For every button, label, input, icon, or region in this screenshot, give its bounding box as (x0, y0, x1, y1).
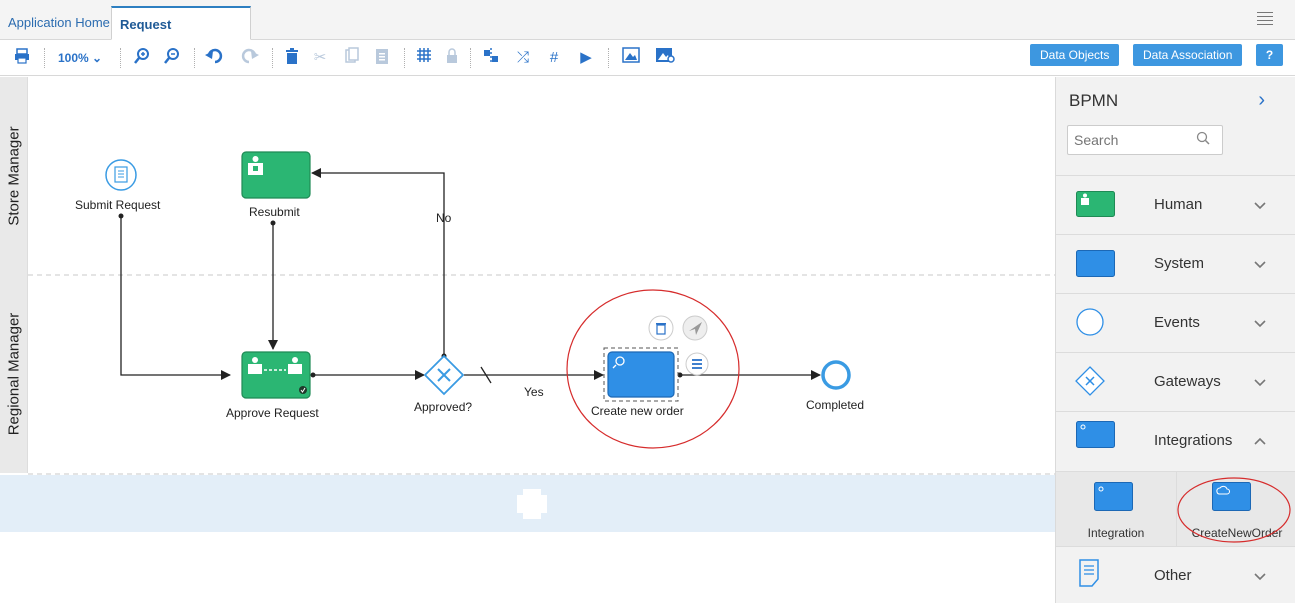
integration-icon (1076, 421, 1115, 448)
palette-item-label: CreateNewOrder (1191, 526, 1283, 540)
event-icon (1076, 308, 1104, 336)
palette-search-input[interactable] (1067, 125, 1223, 155)
integration-task-icon (1094, 482, 1133, 511)
diagram-svg (28, 151, 1055, 475)
hamburger-menu-icon[interactable] (1257, 12, 1273, 28)
category-label: Human (1154, 196, 1203, 213)
approve-request-human-task[interactable] (241, 351, 311, 399)
properties-icon[interactable] (685, 352, 709, 376)
palette-title: BPMN (1069, 91, 1119, 110)
category-label: Gateways (1154, 373, 1221, 390)
image-icon[interactable] (620, 47, 642, 69)
chevron-down-icon (1254, 573, 1266, 581)
image-settings-icon[interactable] (654, 47, 676, 69)
data-association-button[interactable]: Data Association (1133, 44, 1243, 66)
sequence-flow[interactable] (268, 220, 278, 350)
bpmn-palette: BPMN › Human System Events Gateways Inte… (1055, 77, 1295, 603)
tab-bar: Application Home Request Evaluation× (0, 0, 1295, 66)
completed-label: Completed (806, 398, 865, 412)
zoom-level-dropdown[interactable]: 100% ⌄ (58, 47, 102, 69)
print-icon[interactable] (12, 47, 32, 69)
sequence-flow[interactable] (118, 213, 231, 380)
palette-item-label: Integration (1087, 526, 1145, 540)
sequence-flow-no[interactable] (311, 168, 447, 359)
process-canvas[interactable]: Store Manager Regional Manager (0, 77, 1055, 603)
chevron-down-icon (1254, 379, 1266, 387)
palette-item-integration[interactable]: Integration (1056, 471, 1176, 546)
paste-icon[interactable] (372, 47, 392, 69)
zoom-value: 100% (58, 51, 89, 65)
shuffle-icon[interactable]: ⤮ (516, 49, 529, 66)
undo-icon[interactable] (204, 47, 226, 69)
resubmit-label: Resubmit (249, 205, 300, 219)
send-icon[interactable] (682, 315, 708, 341)
palette-category-events[interactable]: Events (1056, 293, 1295, 351)
human-task-icon (1076, 191, 1115, 217)
chevron-right-icon[interactable]: › (1258, 89, 1265, 111)
category-label: Integrations (1154, 432, 1233, 449)
approved-label: Approved? (414, 400, 473, 414)
redo-icon[interactable] (238, 47, 260, 69)
chevron-down-icon (1254, 320, 1266, 328)
zoom-out-icon[interactable] (162, 47, 182, 69)
highlight-circle (1177, 477, 1291, 543)
submit-request-start-event[interactable] (105, 159, 137, 191)
delete-icon[interactable] (648, 315, 674, 341)
tab-request-evaluation[interactable]: Request Evaluation× (111, 6, 251, 66)
gateway-icon (1075, 366, 1105, 396)
create-new-order-service-task[interactable] (603, 347, 679, 402)
trash-icon[interactable] (282, 47, 302, 69)
lock-icon[interactable] (442, 47, 462, 69)
sequence-flow-yes[interactable] (464, 366, 604, 384)
document-icon (1079, 559, 1099, 587)
yes-label: Yes (524, 385, 544, 399)
chevron-down-icon: ⌄ (92, 51, 103, 65)
copy-icon[interactable] (342, 47, 362, 69)
user-icon (248, 156, 263, 175)
chevron-down-icon (1254, 261, 1266, 269)
play-icon[interactable]: ▶ (580, 49, 592, 66)
lane-regional-manager[interactable]: Regional Manager (0, 275, 28, 473)
resubmit-human-task[interactable] (241, 151, 311, 199)
data-objects-button[interactable]: Data Objects (1030, 44, 1120, 66)
cloud-integration-icon (1212, 482, 1251, 511)
grid-icon[interactable] (414, 47, 434, 69)
hash-icon[interactable]: # (549, 49, 559, 66)
no-label: No (436, 211, 452, 225)
highlight-circle (566, 289, 740, 449)
palette-category-gateways[interactable]: Gateways (1056, 352, 1295, 410)
search-icon (1196, 131, 1210, 145)
palette-category-human[interactable]: Human (1056, 175, 1295, 233)
cut-icon[interactable]: ✂ (313, 49, 327, 66)
category-label: System (1154, 255, 1205, 272)
zoom-in-icon[interactable] (132, 47, 152, 69)
system-task-icon (1076, 250, 1115, 277)
help-button[interactable]: ? (1256, 44, 1283, 66)
palette-item-createneworder[interactable]: CreateNewOrder (1176, 471, 1295, 546)
palette-category-integrations[interactable]: Integrations (1056, 411, 1295, 469)
sequence-flow[interactable] (677, 370, 821, 380)
palette-category-system[interactable]: System (1056, 234, 1295, 292)
tab-application-home[interactable]: Application Home (8, 15, 110, 30)
chevron-down-icon (1254, 202, 1266, 210)
approve-request-label: Approve Request (226, 406, 319, 420)
category-label: Other (1154, 567, 1192, 584)
add-lane-button[interactable] (0, 475, 1055, 532)
create-new-order-label: Create new order (591, 404, 684, 418)
completed-end-event[interactable] (821, 360, 851, 390)
submit-request-label: Submit Request (75, 198, 161, 212)
category-label: Events (1154, 314, 1200, 331)
align-icon[interactable] (480, 47, 502, 69)
lane-store-manager[interactable]: Store Manager (0, 77, 28, 275)
palette-category-other[interactable]: Other (1056, 546, 1295, 604)
approved-exclusive-gateway[interactable] (423, 354, 465, 396)
chevron-up-icon (1254, 437, 1266, 445)
sequence-flow[interactable] (310, 370, 425, 380)
